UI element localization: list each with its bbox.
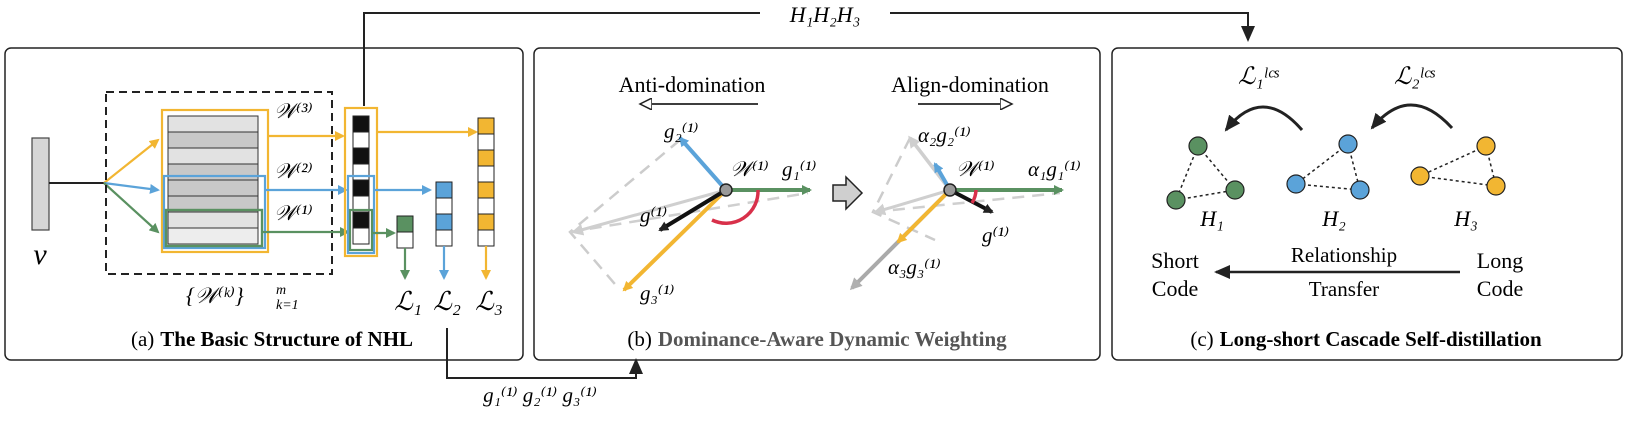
right-a2g2-label: α₂g₂⁽¹⁾ bbox=[918, 123, 971, 147]
long-code-line1: Long bbox=[1477, 248, 1523, 273]
right-w-label: 𝒲⁽¹⁾ bbox=[956, 157, 995, 181]
left-vector-diagram: g₂⁽¹⁾ 𝒲⁽¹⁾ g₁⁽¹⁾ g⁽¹⁾ g₃⁽¹⁾ bbox=[568, 119, 816, 305]
short-code-line2: Code bbox=[1152, 276, 1198, 301]
panel-a: v 𝒲⁽³⁾ 𝒲⁽²⁾ 𝒲⁽¹⁾ {𝒲⁽ᵏ⁾} m k=1 bbox=[4, 47, 524, 361]
graph-h2: H₂ bbox=[1286, 134, 1370, 231]
right-g-arrow bbox=[949, 188, 994, 214]
panel-a-frame bbox=[4, 47, 524, 361]
weight-set-start: k=1 bbox=[276, 298, 299, 313]
weight-matrix-stack bbox=[167, 115, 259, 245]
left-g2-arrow bbox=[678, 136, 728, 192]
group-label-h3: H₃ bbox=[1453, 206, 1478, 231]
top-connector: H₁H₂H₃ bbox=[363, 2, 1255, 106]
short-code-line1: Short bbox=[1151, 248, 1199, 273]
relationship-line1: Relationship bbox=[1291, 243, 1397, 267]
branch-arrow-green bbox=[103, 182, 160, 234]
right-g-label: g⁽¹⁾ bbox=[982, 223, 1009, 247]
transition-arrow bbox=[832, 175, 864, 211]
output-code-2 bbox=[435, 181, 453, 247]
weight-box-blue bbox=[162, 174, 267, 250]
loss-lcs-2: ℒ₂ˡᶜˢ bbox=[1394, 64, 1435, 90]
weight-label-1: 𝒲⁽¹⁾ bbox=[274, 201, 313, 225]
panel-b-caption: (b)Dominance-Aware Dynamic Weighting bbox=[627, 327, 1007, 351]
loss-label-3: ℒ₃ bbox=[475, 287, 503, 316]
panel-a-caption-title: The Basic Structure of NHL bbox=[160, 327, 413, 351]
left-g2-label: g₂⁽¹⁾ bbox=[664, 119, 698, 143]
group-label-h1: H₁ bbox=[1199, 206, 1224, 231]
graph-h3: H₃ bbox=[1410, 136, 1506, 231]
anti-domination-label: Anti-domination bbox=[619, 72, 766, 97]
left-g-label: g⁽¹⁾ bbox=[640, 203, 667, 227]
relationship-line2: Transfer bbox=[1309, 277, 1379, 301]
weight-box-yellow bbox=[160, 108, 270, 254]
loss-label-1: ℒ₁ bbox=[394, 287, 422, 316]
right-angle-arc bbox=[970, 189, 978, 204]
output-code-3 bbox=[477, 117, 495, 247]
panel-c-frame bbox=[1111, 47, 1623, 361]
binary-code-column bbox=[352, 115, 370, 245]
panel-b-frame bbox=[533, 47, 1101, 361]
output-code-1 bbox=[396, 215, 414, 249]
loss-label-2: ℒ₂ bbox=[433, 287, 461, 316]
weights-dashed-box bbox=[105, 91, 333, 275]
weight-set-label: {𝒲⁽ᵏ⁾} bbox=[186, 283, 244, 308]
long-code-line2: Code bbox=[1477, 276, 1523, 301]
left-g3-arrow bbox=[622, 188, 728, 292]
weight-label-3: 𝒲⁽³⁾ bbox=[274, 99, 313, 123]
weight-set-range: m bbox=[276, 283, 286, 298]
left-g-arrow bbox=[658, 188, 728, 232]
bottom-connector-label: g₁⁽¹⁾ g₂⁽¹⁾ g₃⁽¹⁾ bbox=[483, 383, 597, 407]
loss-lcs-1: ℒ₁ˡᶜˢ bbox=[1238, 64, 1279, 90]
left-g1-label: g₁⁽¹⁾ bbox=[782, 157, 816, 181]
group-label-h2: H₂ bbox=[1321, 206, 1346, 231]
left-g3-label: g₃⁽¹⁾ bbox=[640, 281, 674, 305]
panel-b-caption-prefix: (b) bbox=[627, 327, 652, 351]
weight-label-2: 𝒲⁽²⁾ bbox=[274, 159, 313, 183]
panel-b-caption-title: Dominance-Aware Dynamic Weighting bbox=[658, 327, 1007, 351]
branch-arrow-blue bbox=[103, 181, 160, 194]
top-connector-label: H₁H₂H₃ bbox=[789, 2, 861, 27]
distill-arrow-1 bbox=[1224, 105, 1304, 132]
distill-arrow-2 bbox=[1370, 103, 1454, 130]
panel-b: Anti-domination Align-domination g₂⁽¹⁾ 𝒲… bbox=[533, 47, 1101, 361]
align-domination-label: Align-domination bbox=[891, 72, 1049, 97]
graph-h1: H₁ bbox=[1166, 136, 1245, 231]
right-vector-diagram: α₂g₂⁽¹⁾ 𝒲⁽¹⁾ α₁g₁⁽¹⁾ g⁽¹⁾ α₃g₃⁽¹⁾ bbox=[849, 123, 1081, 291]
left-w-label: 𝒲⁽¹⁾ bbox=[730, 157, 769, 181]
panel-c: ℒ₁ˡᶜˢ ℒ₂ˡᶜˢ H₁ H₂ bbox=[1111, 47, 1623, 361]
input-vector bbox=[31, 137, 50, 231]
weight-box-green bbox=[164, 208, 264, 248]
right-a3g3-label: α₃g₃⁽¹⁾ bbox=[888, 255, 941, 279]
left-angle-arc bbox=[711, 189, 760, 225]
panel-c-caption-prefix: (c) bbox=[1190, 327, 1213, 351]
panel-c-caption: (c) Long-short Cascade Self-distillation bbox=[1190, 327, 1542, 351]
branch-arrow-yellow bbox=[103, 138, 160, 184]
right-g3-arrow bbox=[896, 188, 952, 244]
panel-a-caption-prefix: (a) bbox=[131, 327, 154, 351]
input-label: v bbox=[33, 238, 47, 271]
right-a1g1-label: α₁g₁⁽¹⁾ bbox=[1028, 157, 1081, 181]
panel-a-caption: (a) The Basic Structure of NHL bbox=[131, 327, 413, 351]
panel-c-caption-title: Long-short Cascade Self-distillation bbox=[1220, 327, 1542, 351]
bottom-connector: g₁⁽¹⁾ g₂⁽¹⁾ g₃⁽¹⁾ bbox=[446, 328, 643, 407]
